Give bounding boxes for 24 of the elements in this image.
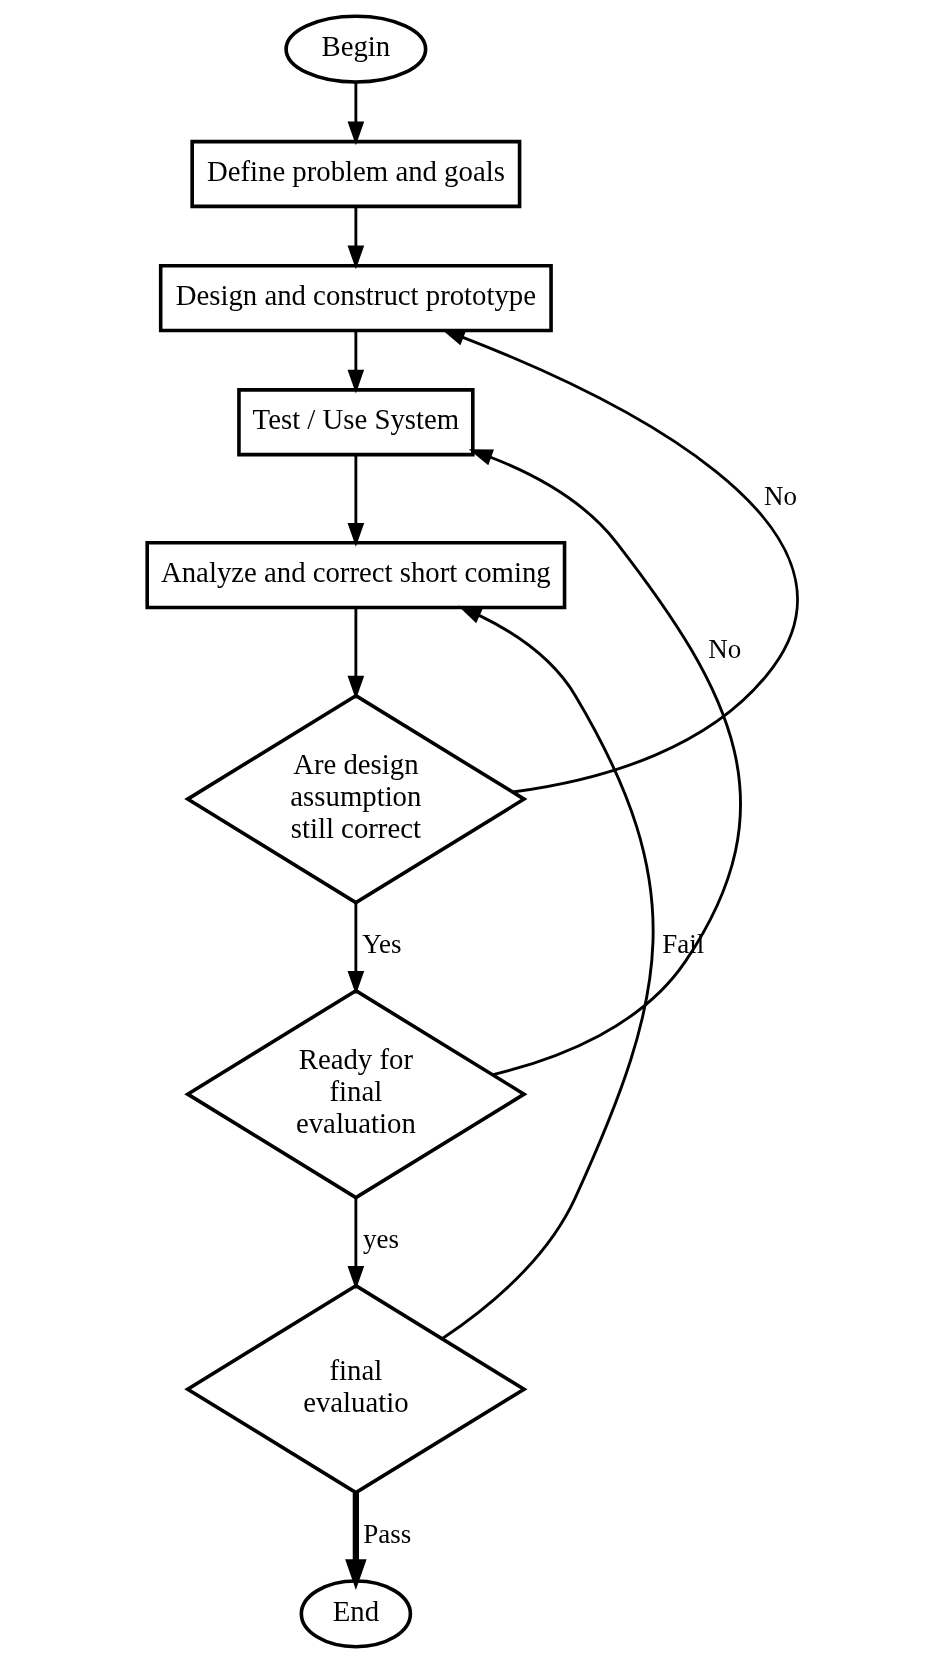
arrow [441, 605, 655, 1340]
arrow [347, 607, 365, 700]
arrow [347, 206, 365, 270]
edge-label: No [763, 480, 797, 511]
node-diamond: Are design assumption still correct [184, 693, 528, 905]
node-ellipse: End [299, 1579, 413, 1649]
arrow [347, 330, 365, 394]
arrow [468, 449, 742, 1076]
edge-label: yes [363, 1223, 400, 1254]
node-diamond: final evaluatio [184, 1283, 528, 1495]
node-ellipse: Begin [284, 14, 428, 84]
arrow [347, 902, 365, 995]
edge-label: No [708, 633, 742, 664]
node-box: Define problem and goals [190, 139, 522, 209]
arrow [347, 455, 365, 547]
node-box: Analyze and correct short coming [145, 540, 567, 610]
arrow [441, 329, 799, 794]
edge-label: Pass [363, 1518, 412, 1549]
edge-label: Yes [362, 928, 402, 959]
arrow [347, 82, 365, 146]
arrow [347, 1197, 365, 1290]
node-diamond: Ready for final evaluation [184, 988, 528, 1200]
node-box: Design and construct prototype [158, 263, 553, 333]
node-box: Test / Use System [237, 388, 475, 457]
